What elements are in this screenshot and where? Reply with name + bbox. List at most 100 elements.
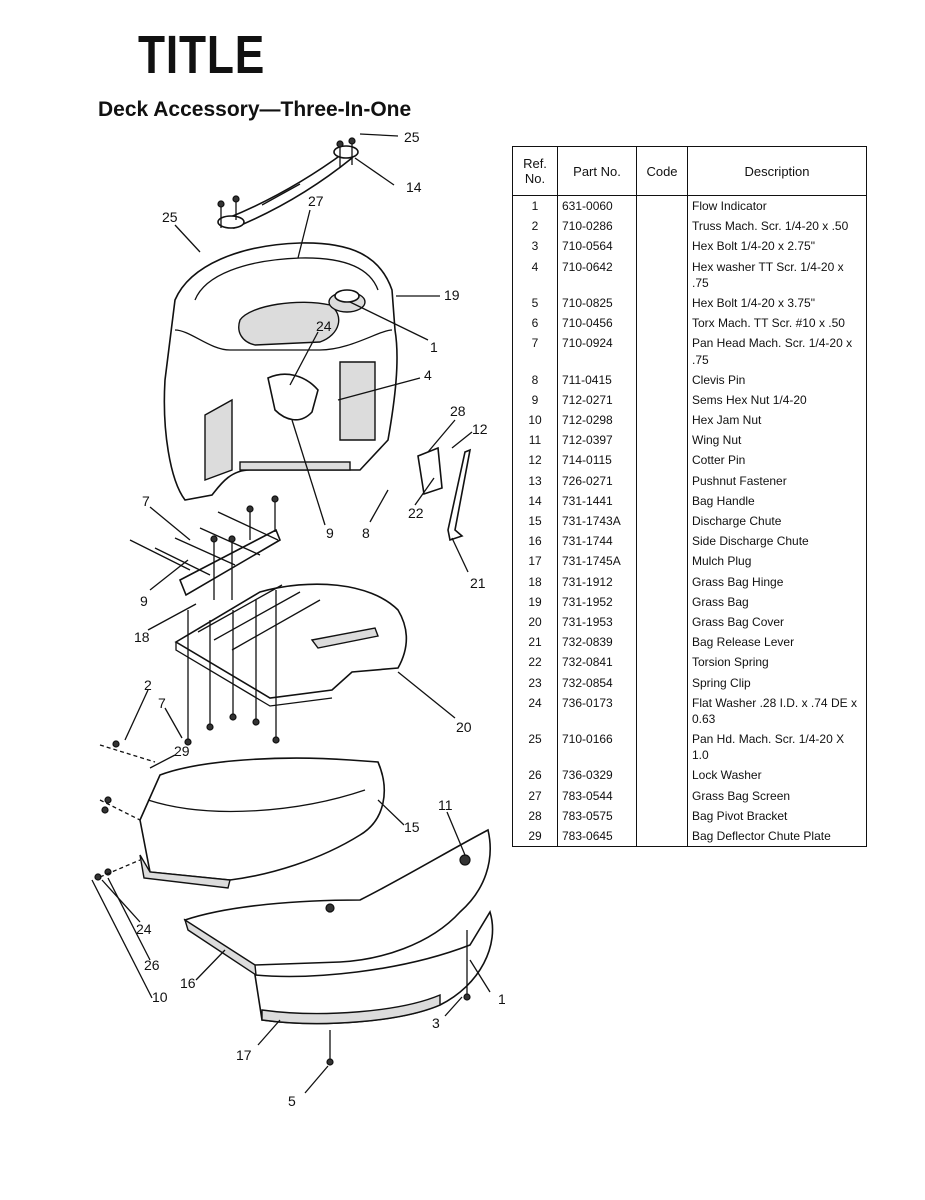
cell-code: [636, 256, 688, 293]
cell-part-no: 732-0854: [557, 672, 637, 693]
cell-ref-no: 12: [512, 450, 558, 471]
cell-description: Cotter Pin: [687, 450, 867, 471]
callout-7-upper: 7: [142, 493, 150, 509]
callout-16: 16: [180, 975, 196, 991]
cell-ref-no: 6: [512, 313, 558, 334]
cell-code: [636, 531, 688, 552]
cell-ref-no: 16: [512, 531, 558, 552]
callout-5: 5: [288, 1093, 296, 1109]
cell-part-no: 714-0115: [557, 450, 637, 471]
cell-part-no: 710-0924: [557, 333, 637, 370]
cell-code: [636, 805, 688, 826]
cell-description: Side Discharge Chute: [687, 531, 867, 552]
cell-ref-no: 14: [512, 490, 558, 511]
cell-part-no: 731-1743A: [557, 511, 637, 532]
cell-code: [636, 430, 688, 451]
cell-code: [636, 313, 688, 334]
cell-ref-no: 26: [512, 765, 558, 786]
callout-26: 26: [144, 957, 160, 973]
callout-3: 3: [432, 1015, 440, 1031]
cell-ref-no: 2: [512, 216, 558, 237]
page-title: TITLE: [138, 25, 266, 85]
callout-17: 17: [236, 1047, 252, 1063]
cell-code: [636, 333, 688, 370]
fasteners: [94, 137, 471, 1066]
cell-code: [636, 692, 688, 730]
cell-description: Wing Nut: [687, 430, 867, 451]
cell-ref-no: 19: [512, 591, 558, 612]
cell-part-no: 731-1952: [557, 591, 637, 612]
cell-description: Mulch Plug: [687, 551, 867, 572]
cell-part-no: 711-0415: [557, 369, 637, 390]
cell-description: Grass Bag Hinge: [687, 571, 867, 592]
callout-10: 10: [152, 989, 168, 1005]
header-code: Code: [636, 146, 688, 196]
cell-ref-no: 4: [512, 256, 558, 293]
callout-25-top: 25: [404, 129, 420, 145]
cell-part-no: 712-0271: [557, 389, 637, 411]
callout-24-bag: 24: [316, 318, 332, 334]
cell-code: [636, 632, 688, 653]
callout-15: 15: [404, 819, 420, 835]
cell-description: Pan Head Mach. Scr. 1/4-20 x .75: [687, 333, 867, 370]
cell-part-no: 783-0575: [557, 805, 637, 826]
callout-9-left: 9: [140, 593, 148, 609]
header-ref-no: Ref. No.: [512, 146, 558, 196]
cell-part-no: 710-0166: [557, 729, 637, 766]
cell-part-no: 732-0841: [557, 652, 637, 673]
cell-description: Hex Bolt 1/4-20 x 3.75": [687, 292, 867, 314]
cell-description: Torsion Spring: [687, 652, 867, 673]
cell-ref-no: 28: [512, 805, 558, 826]
cell-code: [636, 389, 688, 411]
cell-code: [636, 292, 688, 314]
header-part-no: Part No.: [557, 146, 637, 196]
cell-part-no: 736-0173: [557, 692, 637, 730]
cell-ref-no: 11: [512, 430, 558, 451]
callout-2: 2: [144, 677, 152, 693]
cell-code: [636, 652, 688, 673]
cell-description: Torx Mach. TT Scr. #10 x .50: [687, 313, 867, 334]
cell-part-no: 710-0286: [557, 216, 637, 237]
callout-21: 21: [470, 575, 486, 591]
side-discharge-chute-part: [183, 828, 491, 977]
cell-part-no: 731-1912: [557, 571, 637, 592]
cell-code: [636, 511, 688, 532]
cell-description: Hex washer TT Scr. 1/4-20 x .75: [687, 256, 867, 293]
cell-description: Bag Deflector Chute Plate: [687, 826, 867, 848]
cell-code: [636, 826, 688, 848]
cell-description: Truss Mach. Scr. 1/4-20 x .50: [687, 216, 867, 237]
diagram-subtitle: Deck Accessory—Three-In-One: [98, 98, 412, 121]
callout-4: 4: [424, 367, 432, 383]
cell-code: [636, 551, 688, 572]
cell-code: [636, 672, 688, 693]
callout-13: 13: [498, 991, 505, 1007]
cell-part-no: 710-0825: [557, 292, 637, 314]
bag-handle-part: [217, 145, 359, 230]
callout-20: 20: [456, 719, 472, 735]
cell-description: Pushnut Fastener: [687, 470, 867, 491]
cell-ref-no: 17: [512, 551, 558, 572]
cell-ref-no: 24: [512, 692, 558, 730]
cell-ref-no: 8: [512, 369, 558, 390]
callout-28: 28: [450, 403, 466, 419]
header-description: Description: [687, 146, 867, 196]
cell-part-no: 732-0839: [557, 632, 637, 653]
cell-ref-no: 22: [512, 652, 558, 673]
cell-ref-no: 3: [512, 236, 558, 257]
cell-part-no: 710-0456: [557, 313, 637, 334]
